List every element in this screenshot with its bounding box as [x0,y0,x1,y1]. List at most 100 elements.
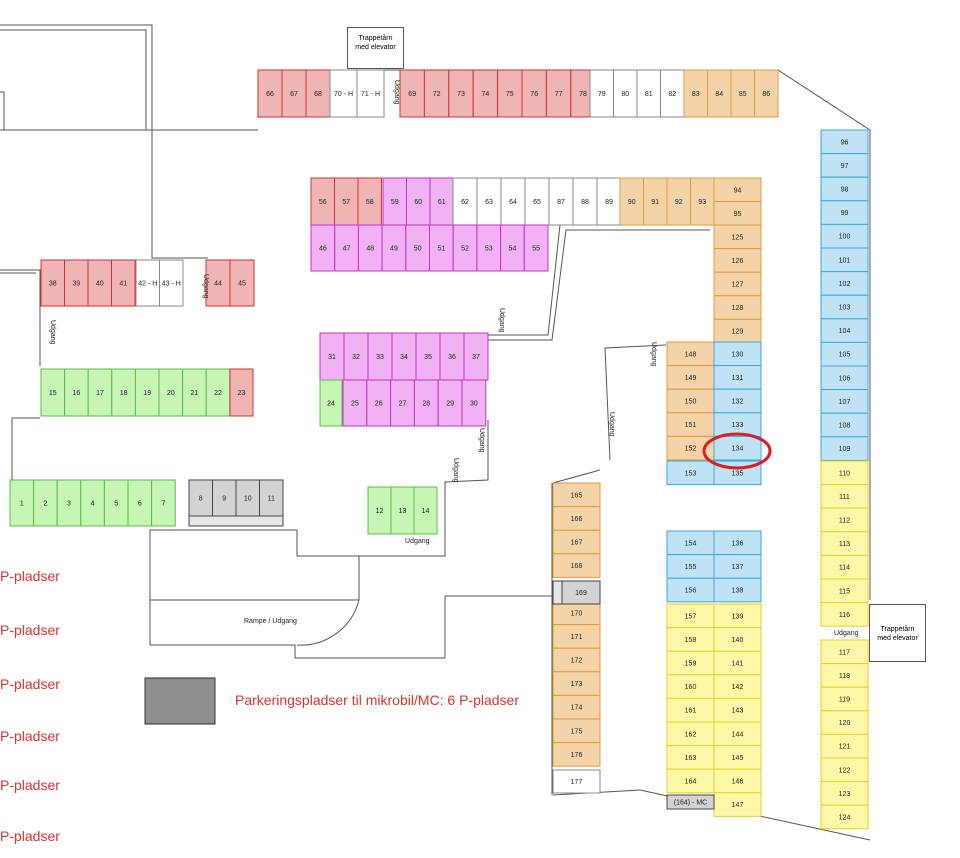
spot-176-label: 176 [571,752,583,759]
spot-64-label: 64 [509,199,517,206]
spot-43H-label: 43 - H [162,281,181,288]
spot-137-label: 137 [732,564,744,571]
spot-138-box [713,577,762,603]
spot-171-label: 171 [571,634,583,641]
spot-51-label: 51 [437,246,445,253]
spot-67-box [281,69,307,118]
spot-82-label: 82 [668,91,676,98]
udgang-label-east2: Udgang [608,412,615,437]
spot-129-label: 129 [732,329,744,336]
spot-33-label: 33 [376,354,384,361]
spot-103-label: 103 [839,305,851,312]
spot-59-label: 59 [391,199,399,206]
spot-134-label: 134 [732,446,744,453]
spot-44-box [205,259,231,307]
spot-7-box [151,479,176,527]
spot-33-box [367,332,393,381]
udgang-label-top: Udgang [393,80,400,105]
spot-57-label: 57 [342,199,350,206]
spot-150-label: 150 [685,399,697,406]
spot-84-label: 84 [715,91,723,98]
spot-148-label: 148 [685,351,697,358]
spot-98-label: 98 [841,187,849,194]
spot-55-label: 55 [532,246,540,253]
spot-16-label: 16 [73,390,81,397]
spot-139-label: 139 [732,613,744,620]
spot-124-box [820,804,869,830]
udgang-label-center3: Udgang [452,458,459,483]
spot-19-label: 19 [143,390,151,397]
spot-143-label: 143 [732,708,744,715]
spot-109-box [820,436,869,461]
spot-126-label: 126 [732,258,744,265]
spot-71H-box [356,69,385,118]
spot-7-label: 7 [161,501,165,508]
udgang-label-center2: Udgang [478,428,485,453]
spot-102-label: 102 [839,281,851,288]
spot-177-box [552,769,601,794]
spot-132-label: 132 [732,399,744,406]
mc-legend-swatch [144,677,216,725]
spot-78-label: 78 [579,91,587,98]
spot-36-label: 36 [448,354,456,361]
spot-151-label: 151 [685,422,697,429]
spot-56-label: 56 [319,199,327,206]
spot-83-label: 83 [692,91,700,98]
spot-95-label: 95 [734,211,742,218]
spot-44-label: 44 [214,281,222,288]
spot-93-label: 93 [698,199,706,206]
spot-23-label: 23 [238,390,246,397]
highlight-marker [702,432,772,470]
spot-9-label: 9 [222,496,226,503]
spot-146-label: 146 [732,779,744,786]
spot-70H-box [329,69,358,118]
spot-75-box [497,69,523,118]
spot-18-label: 18 [120,390,128,397]
spot-22-label: 22 [214,390,222,397]
stair-tower-right-line2: med elevator [877,635,918,642]
spot-152-label: 152 [685,446,697,453]
spot-50-label: 50 [414,246,422,253]
spot-153-label: 153 [685,470,697,477]
spot-121-label: 121 [839,744,851,751]
spot-116-box [820,602,869,627]
spot-173-label: 173 [571,681,583,688]
stair-tower-right: Trappetårn med elevator [869,604,926,662]
spot-100-label: 100 [839,234,851,241]
spot-32-box [343,332,369,381]
spot-116-label: 116 [839,612,850,619]
spot-176-box [552,742,601,767]
spot-3-label: 3 [67,501,71,508]
spot-175-label: 175 [571,728,583,735]
spot-68-label: 68 [314,91,322,98]
spot-88-box [572,177,598,226]
spot-122-label: 122 [839,767,851,774]
spot-154-label: 154 [685,540,697,547]
spot-110-label: 110 [839,470,850,477]
spot-104-label: 104 [839,328,851,335]
spot-155-label: 155 [685,564,697,571]
spot-85-label: 85 [739,91,747,98]
spot-45-label: 45 [238,281,246,288]
spot-170-label: 170 [571,610,583,617]
spot-169-label: 169 [575,590,587,597]
legend-line-1: P-pladser [0,568,60,584]
spot-73-label: 73 [457,91,465,98]
spot-58-label: 58 [366,199,374,206]
spot-138-label: 138 [732,588,744,595]
spot-125-label: 125 [732,234,744,241]
spot-49-label: 49 [390,246,398,253]
spot-140-label: 140 [732,637,744,644]
spot-163-label: 163 [685,755,697,762]
legend-line-6: P-pladser [0,828,60,844]
udgang-label-east: Udgang [650,342,657,367]
spot-69-box [399,69,425,118]
spot-15-label: 15 [49,390,57,397]
spot-47-label: 47 [343,246,351,253]
spot-77-box [545,69,572,118]
spot-14-label: 14 [422,508,430,515]
spot-24-box [319,379,343,427]
spot-172-label: 172 [571,658,583,665]
spot-109-label: 109 [839,446,851,453]
spot-13-label: 13 [399,508,407,515]
